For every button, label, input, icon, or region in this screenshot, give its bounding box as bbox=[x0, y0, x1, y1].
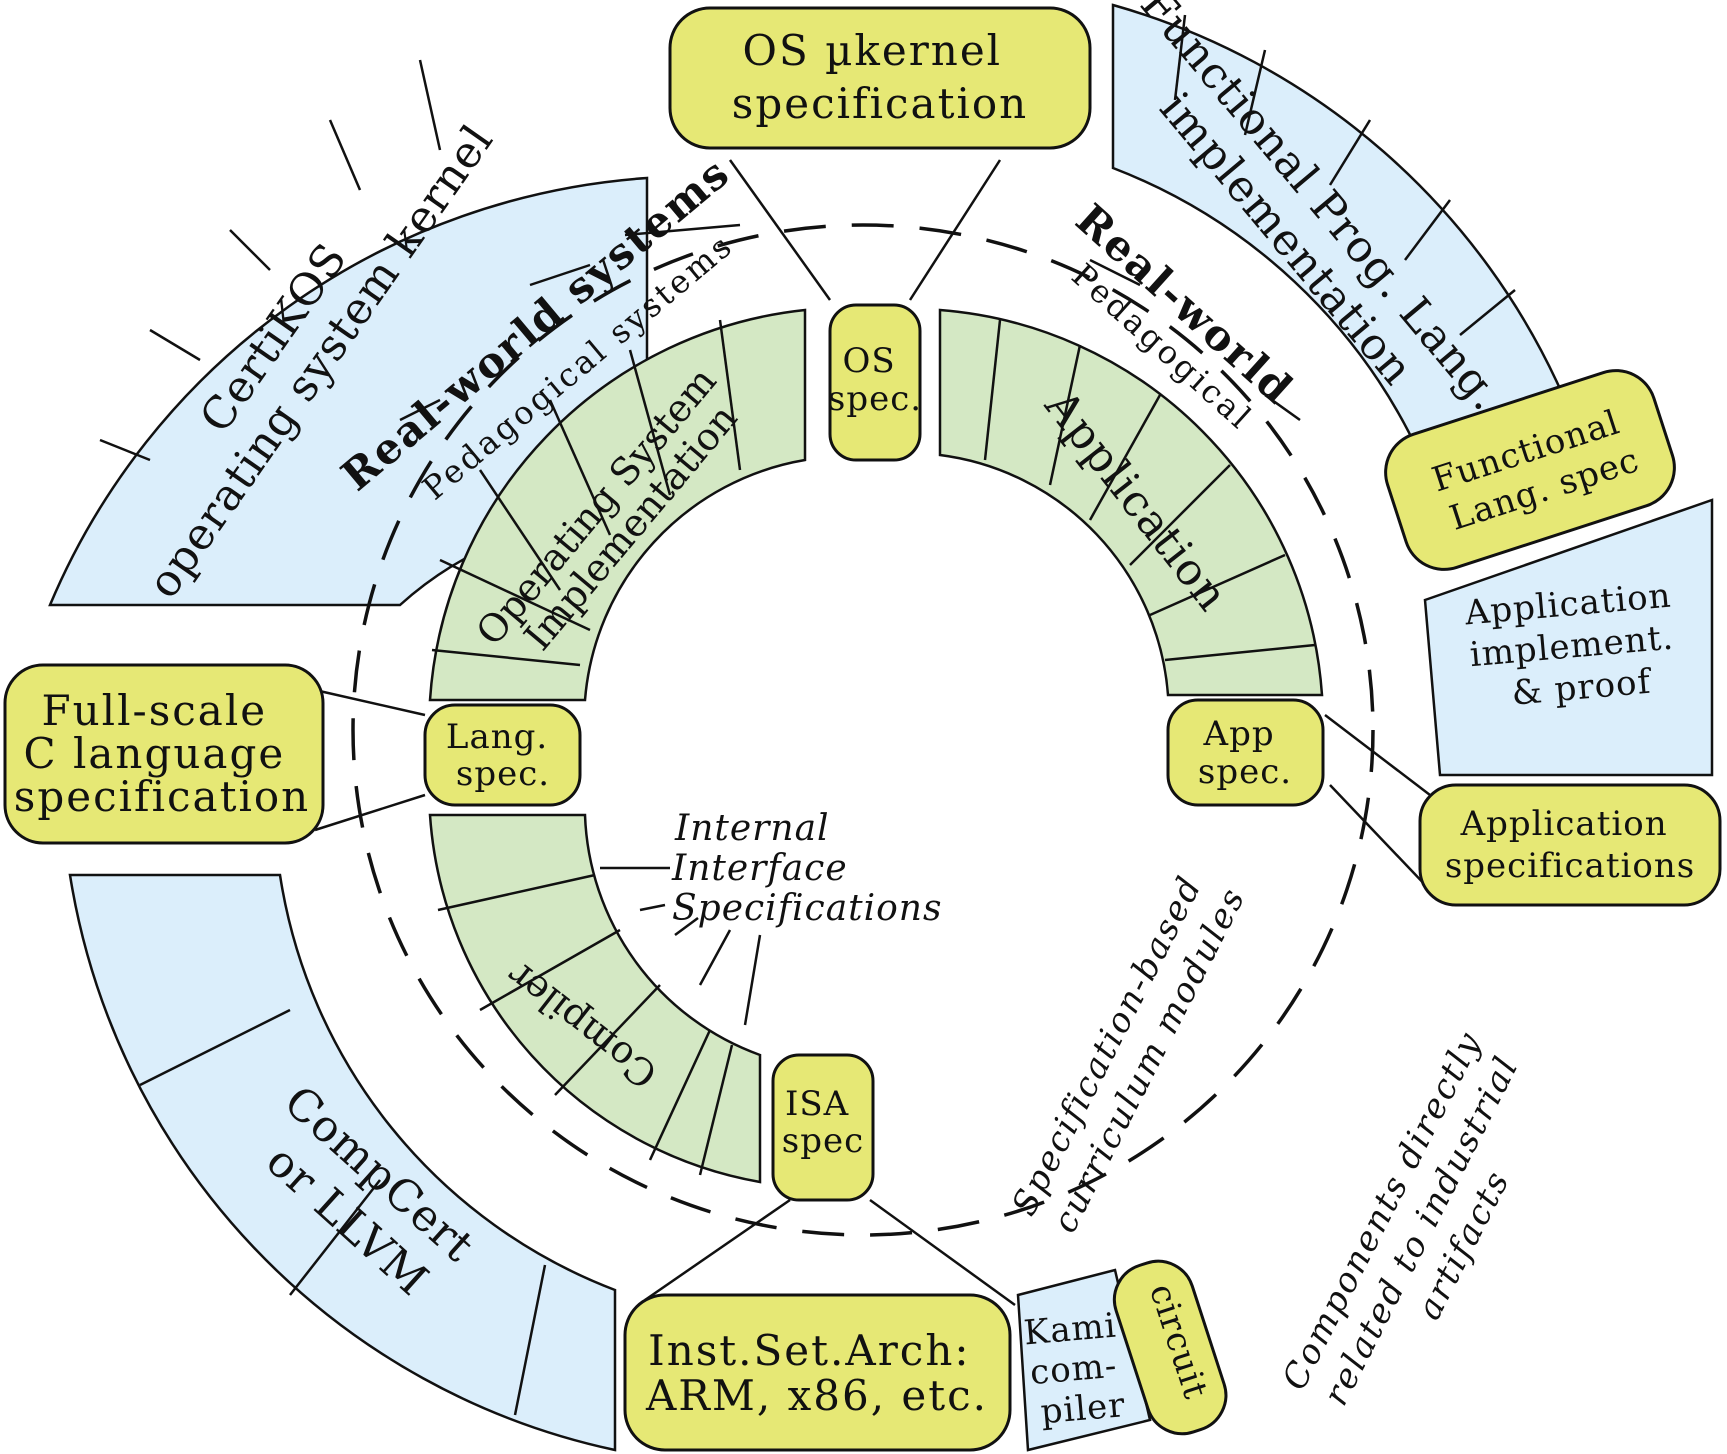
functional-impl-dividers bbox=[1173, 14, 1516, 336]
certikos-dividers bbox=[99, 59, 442, 462]
kami-label: Kami com- piler bbox=[1022, 1305, 1137, 1434]
internal-interface-annotation: Internal Interface Specifications bbox=[671, 808, 942, 929]
full-scale-c-label: Full-scale C language specification bbox=[14, 686, 310, 821]
lang-spec-label: Lang. spec. bbox=[446, 717, 560, 794]
spec-box-application-specs: Application specifications bbox=[1418, 783, 1722, 907]
spec-box-os-ukernel: OS µkernel specification bbox=[668, 6, 1092, 150]
os-ukernel-label: OS µkernel specification bbox=[732, 26, 1028, 128]
spec-box-full-scale-c: Full-scale C language specification bbox=[3, 663, 325, 845]
spec-box-app-spec: App spec. bbox=[1166, 698, 1325, 807]
os-spec-label: OS spec. bbox=[828, 341, 922, 419]
spec-box-os-spec: OS spec. bbox=[828, 303, 922, 462]
dashed-ring bbox=[351, 223, 1375, 1237]
inner-arc-compiler: Compiler bbox=[428, 813, 762, 1184]
spec-box-functional-lang: Functional Lang. spec bbox=[1384, 369, 1676, 571]
spec-box-isa: ISA spec bbox=[771, 1053, 875, 1202]
spec-box-lang-spec: Lang. spec. bbox=[423, 703, 582, 807]
industrial-annotation: Components directly related to industria… bbox=[1274, 1014, 1574, 1437]
inst-set-arch-label: Inst.Set.Arch: ARM, x86, etc. bbox=[645, 1326, 988, 1420]
connectors bbox=[314, 159, 1431, 1307]
compcert-dividers bbox=[139, 1008, 547, 1416]
os-impl-dividers bbox=[431, 319, 742, 667]
outer-block-app-impl: Application implement. & proof bbox=[1423, 498, 1714, 777]
compiler-dividers bbox=[437, 873, 734, 1176]
curriculum-annotation: Specification-based curriculum modules bbox=[1004, 858, 1255, 1242]
application-dividers bbox=[983, 319, 1316, 662]
spec-box-inst-set-arch: Inst.Set.Arch: ARM, x86, etc. bbox=[623, 1293, 1012, 1452]
isa-spec-label: ISA spec bbox=[782, 1084, 864, 1161]
app-spec-label: App spec. bbox=[1198, 714, 1292, 792]
application-specs-label: Application specifications bbox=[1445, 804, 1695, 886]
